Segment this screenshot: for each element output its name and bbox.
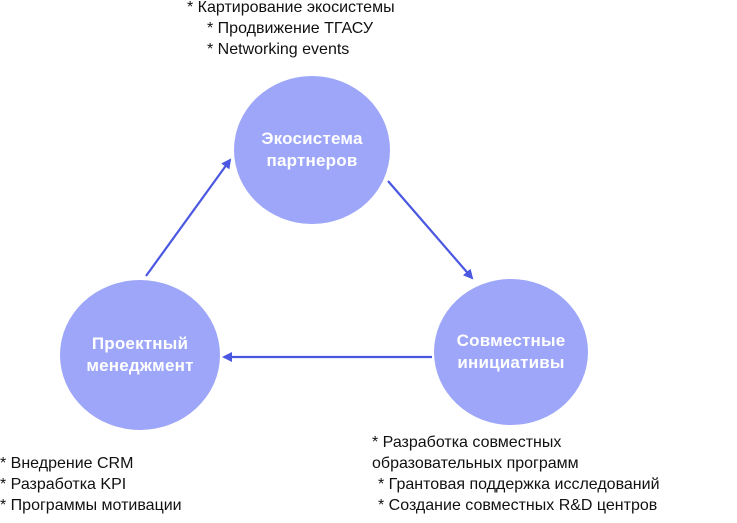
notes-joint-initiatives: * Разработка совместных образовательных … bbox=[372, 432, 660, 516]
arrow-left-to-top bbox=[145, 158, 232, 277]
node-ecosystem-line2: партнеров bbox=[266, 151, 358, 170]
node-ecosystem: Экосистема партнеров bbox=[234, 76, 390, 224]
node-joint-initiatives-line1: Совместные bbox=[456, 331, 566, 350]
note-item: * Networking events bbox=[207, 41, 350, 58]
node-project-management-line2: менеджмент bbox=[86, 356, 194, 375]
node-joint-initiatives-line2: инициативы bbox=[457, 353, 565, 372]
node-project-management-line1: Проектный bbox=[91, 334, 189, 353]
node-ecosystem-line1: Экосистема bbox=[261, 129, 363, 148]
node-project-management: Проектный менеджмент bbox=[60, 280, 220, 430]
note-item: образовательных программ bbox=[372, 455, 579, 472]
arrow-top-to-right bbox=[387, 180, 474, 280]
note-item: * Разработка совместных bbox=[372, 434, 562, 451]
note-item: * Программы мотивации bbox=[0, 497, 182, 514]
note-item: * Создание совместных R&D центров bbox=[378, 497, 658, 514]
note-item: * Продвижение ТГАСУ bbox=[207, 20, 373, 37]
note-item: * Картирование экосистемы bbox=[187, 0, 395, 16]
note-item: * Разработка KPI bbox=[0, 476, 127, 493]
node-joint-initiatives: Совместные инициативы bbox=[434, 279, 588, 425]
note-item: * Внедрение CRM bbox=[0, 455, 134, 472]
notes-ecosystem: * Картирование экосистемы * Продвижение … bbox=[187, 0, 395, 60]
notes-project-management: * Внедрение CRM * Разработка KPI * Прогр… bbox=[0, 453, 182, 516]
note-item: * Грантовая поддержка исследований bbox=[378, 476, 660, 493]
